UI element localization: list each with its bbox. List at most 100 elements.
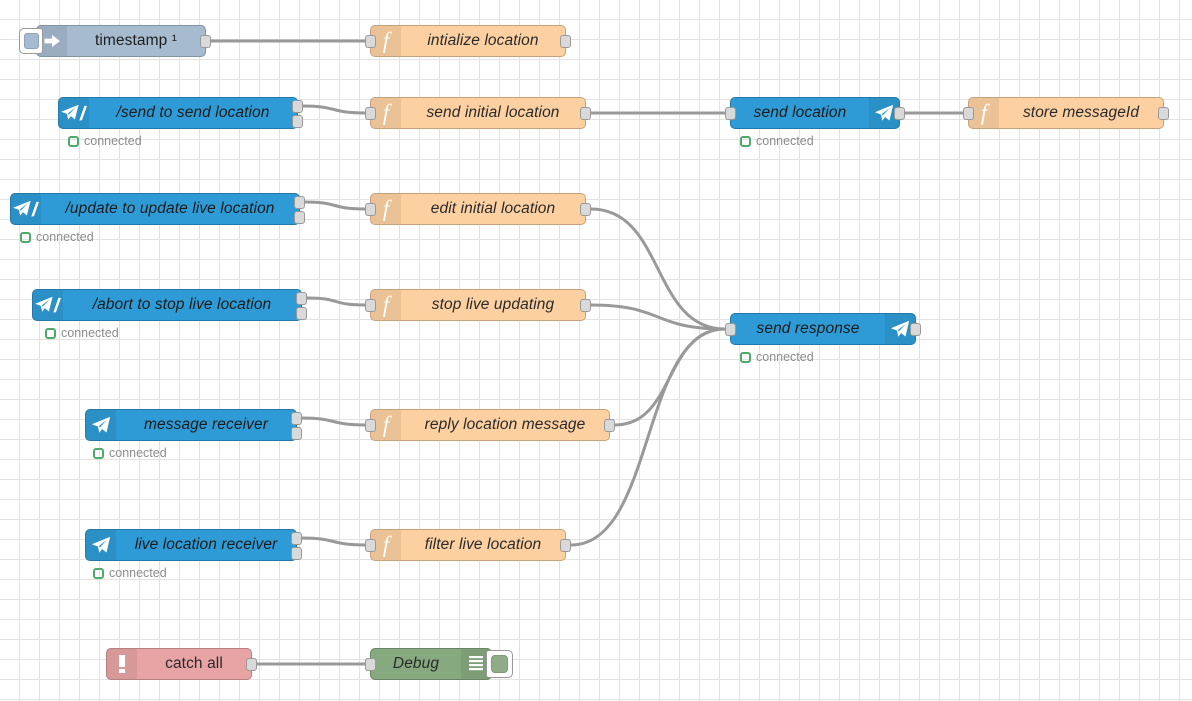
node-icon-edit-initial-location: f xyxy=(371,194,401,224)
node-label-catch-all: catch all xyxy=(165,655,223,672)
svg-text:f: f xyxy=(383,29,393,53)
node-send-location[interactable]: send location xyxy=(725,97,905,129)
output-port-send-response[interactable] xyxy=(910,323,921,336)
function-f-icon: f xyxy=(974,101,994,125)
function-f-icon: f xyxy=(376,29,396,53)
output-port-catch-all[interactable] xyxy=(246,658,257,671)
output-port-update-command-2[interactable] xyxy=(294,211,305,224)
exclamation-icon xyxy=(115,652,129,676)
output-port-store-messageid[interactable] xyxy=(1158,107,1169,120)
node-abort-command[interactable]: /abort to stop live location xyxy=(32,289,307,321)
telegram-command-icon xyxy=(34,294,62,316)
input-port-send-response[interactable] xyxy=(725,323,736,336)
node-store-messageid[interactable]: f store messageId xyxy=(963,97,1169,129)
wire-stop-live-updating-to-send-response[interactable] xyxy=(589,303,727,331)
output-port-intialize-location[interactable] xyxy=(560,35,571,48)
node-icon-intialize-location: f xyxy=(371,26,401,56)
node-label-send-location: send location xyxy=(753,104,847,121)
wire-edit-initial-location-to-send-response[interactable] xyxy=(589,207,727,331)
status-indicator-icon xyxy=(740,351,751,363)
input-port-store-messageid[interactable] xyxy=(963,107,974,120)
svg-text:f: f xyxy=(383,101,393,125)
node-debug[interactable]: Debug xyxy=(365,648,513,680)
output-port-message-receiver-1[interactable] xyxy=(291,412,302,425)
node-intialize-location[interactable]: f intialize location xyxy=(365,25,571,57)
status-label: connected xyxy=(61,326,119,340)
node-icon-update-command xyxy=(11,194,41,224)
svg-text:f: f xyxy=(383,413,393,437)
node-label-reply-location-message: reply location message xyxy=(424,416,586,433)
input-port-send-initial-location[interactable] xyxy=(365,107,376,120)
wire-send-command-to-send-initial-location[interactable] xyxy=(301,104,367,115)
telegram-command-icon xyxy=(12,198,40,220)
node-label-store-messageid: store messageId xyxy=(1022,104,1140,121)
debug-lines-icon xyxy=(467,654,485,674)
status-label: connected xyxy=(109,446,167,460)
node-live-location-receiver[interactable]: live location receiver xyxy=(85,529,302,561)
wire-reply-location-message-to-send-response[interactable] xyxy=(613,327,727,427)
status-label: connected xyxy=(109,566,167,580)
node-label-update-command: /update to update live location xyxy=(65,200,275,217)
input-port-stop-live-updating[interactable] xyxy=(365,299,376,312)
wire-abort-command-to-stop-live-updating[interactable] xyxy=(305,296,367,307)
debug-toggle-knob xyxy=(491,655,508,673)
node-send-initial-location[interactable]: f send initial location xyxy=(365,97,591,129)
node-timestamp[interactable]: timestamp ¹ xyxy=(19,25,211,57)
node-reply-location-message[interactable]: f reply location message xyxy=(365,409,615,441)
node-icon-send-command xyxy=(59,98,89,128)
node-status-send-response: connected xyxy=(740,350,814,364)
input-port-intialize-location[interactable] xyxy=(365,35,376,48)
status-indicator-icon xyxy=(20,231,31,243)
output-port-edit-initial-location[interactable] xyxy=(580,203,591,216)
output-port-send-initial-location[interactable] xyxy=(580,107,591,120)
output-port-reply-location-message[interactable] xyxy=(604,419,615,432)
input-port-reply-location-message[interactable] xyxy=(365,419,376,432)
node-update-command[interactable]: /update to update live location xyxy=(10,193,305,225)
output-port-live-location-receiver-1[interactable] xyxy=(291,532,302,545)
node-icon-store-messageid: f xyxy=(969,98,999,128)
status-label: connected xyxy=(36,230,94,244)
function-f-icon: f xyxy=(376,413,396,437)
telegram-command-icon xyxy=(60,102,88,124)
wire-message-receiver-to-reply-location-message[interactable] xyxy=(300,416,367,427)
node-message-receiver[interactable]: message receiver xyxy=(85,409,302,441)
status-indicator-icon xyxy=(45,327,56,339)
output-port-update-command-1[interactable] xyxy=(294,196,305,209)
output-port-timestamp[interactable] xyxy=(200,35,211,48)
node-icon-filter-live-location: f xyxy=(371,530,401,560)
node-send-command[interactable]: /send to send location xyxy=(58,97,303,129)
wire-update-command-to-edit-initial-location[interactable] xyxy=(303,200,367,211)
inject-trigger-button[interactable] xyxy=(19,28,43,54)
wire-live-location-receiver-to-filter-live-location[interactable] xyxy=(300,536,367,547)
output-port-stop-live-updating[interactable] xyxy=(580,299,591,312)
output-port-send-command-1[interactable] xyxy=(292,100,303,113)
node-catch-all[interactable]: catch all xyxy=(106,648,257,680)
telegram-icon xyxy=(889,318,911,340)
svg-text:f: f xyxy=(981,101,991,125)
node-label-send-initial-location: send initial location xyxy=(426,104,560,121)
node-label-live-location-receiver: live location receiver xyxy=(134,536,278,553)
input-port-filter-live-location[interactable] xyxy=(365,539,376,552)
output-port-message-receiver-2[interactable] xyxy=(291,427,302,440)
input-port-debug[interactable] xyxy=(365,658,376,671)
output-port-abort-command-1[interactable] xyxy=(296,292,307,305)
node-status-abort-command: connected xyxy=(45,326,119,340)
node-label-send-command: /send to send location xyxy=(116,104,270,121)
node-send-response[interactable]: send response xyxy=(725,313,921,345)
node-label-intialize-location: intialize location xyxy=(427,32,539,49)
node-status-live-location-receiver: connected xyxy=(93,566,167,580)
status-label: connected xyxy=(756,134,814,148)
output-port-abort-command-2[interactable] xyxy=(296,307,307,320)
input-port-send-location[interactable] xyxy=(725,107,736,120)
output-port-filter-live-location[interactable] xyxy=(560,539,571,552)
output-port-live-location-receiver-2[interactable] xyxy=(291,547,302,560)
input-port-edit-initial-location[interactable] xyxy=(365,203,376,216)
debug-enable-toggle[interactable] xyxy=(486,650,513,678)
output-port-send-location[interactable] xyxy=(894,107,905,120)
output-port-send-command-2[interactable] xyxy=(292,115,303,128)
node-icon-reply-location-message: f xyxy=(371,410,401,440)
